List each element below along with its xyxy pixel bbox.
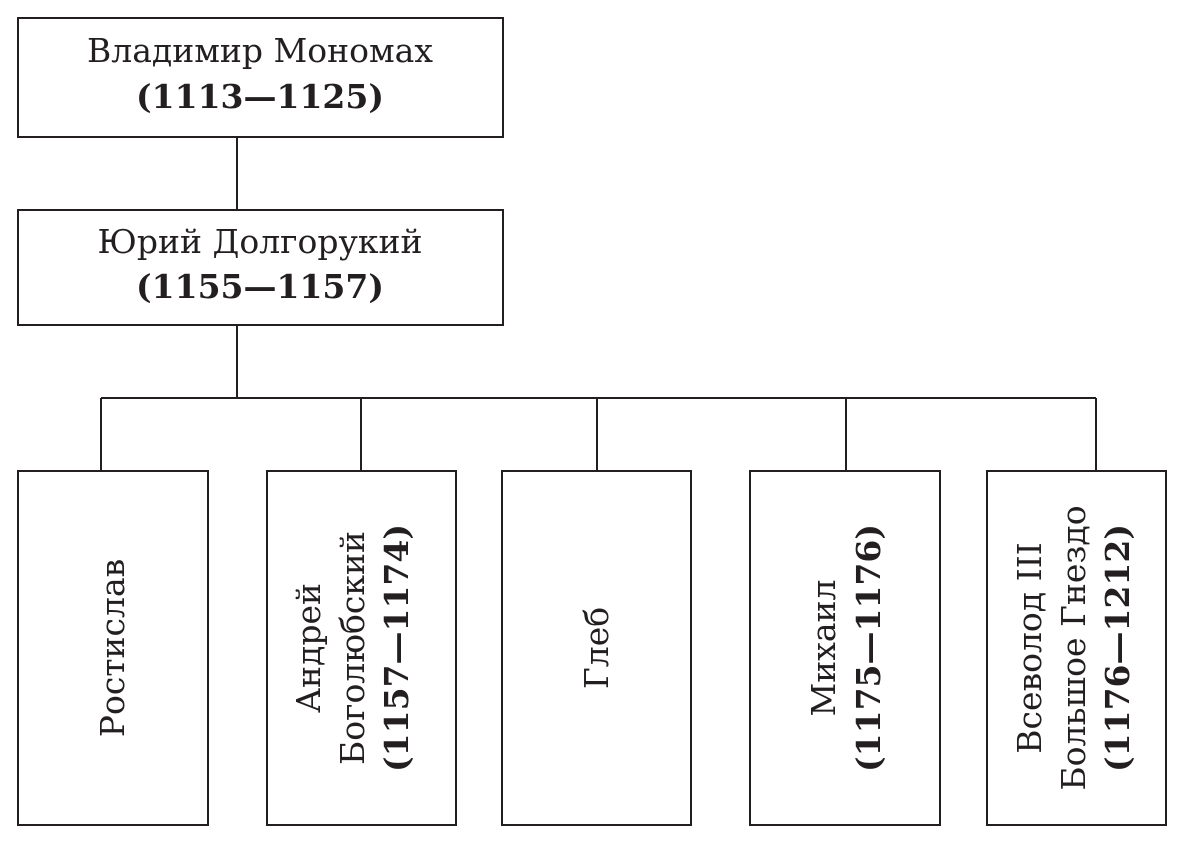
child-node: Юрий Долгорукий (1155—1157) (17, 209, 504, 326)
son-5-line-3: (1176—1212) (1098, 524, 1137, 772)
son-3-line-1: Глеб (577, 607, 616, 689)
son-2-line-1: Андрей (289, 583, 328, 713)
son-node-4: Михаил (1175—1176) (749, 470, 941, 826)
son-2-line-2: Боголюбский (333, 531, 372, 765)
child-name: Юрий Долгорукий (98, 222, 423, 261)
son-1-line-1: Ростислав (93, 559, 132, 738)
son-2-line-3: (1157—1174) (377, 524, 416, 772)
root-name: Владимир Мономах (87, 31, 433, 70)
root-node: Владимир Мономах (1113—1125) (17, 17, 504, 138)
son-node-2: Андрей Боголюбский (1157—1174) (266, 470, 457, 826)
son-4-line-1: Михаил (804, 579, 843, 716)
son-node-1: Ростислав (17, 470, 209, 826)
connectors (100, 137, 1097, 471)
son-node-3: Глеб (501, 470, 692, 826)
root-years: (1113—1125) (136, 77, 384, 116)
son-5-line-2: Большое Гнездо (1054, 505, 1093, 790)
son-node-5: Всеволод III Большое Гнездо (1176—1212) (986, 470, 1167, 826)
son-5-line-1: Всеволод III (1010, 542, 1049, 753)
child-years: (1155—1157) (136, 267, 384, 306)
son-4-line-2: (1175—1176) (849, 524, 888, 772)
